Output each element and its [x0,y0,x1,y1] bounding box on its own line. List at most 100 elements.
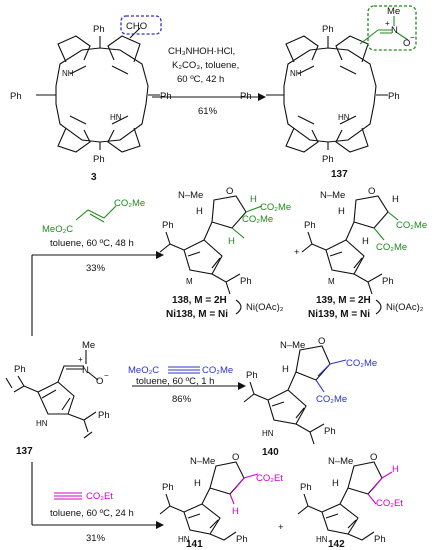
ring-hydrogen: H [392,464,399,475]
ph-label: Ph [162,482,174,493]
nitrone-methyl: Me [387,6,400,17]
nh-label: NH [62,69,74,78]
ph-label: Ph [300,482,312,493]
ring-hydrogen: H [228,236,235,247]
product-140-label: 140 [262,447,279,458]
nh-label: NH [290,69,302,78]
hn-label: HN [110,113,122,122]
ph-label: Ph [246,370,258,381]
ring-hydrogen: H [196,206,203,217]
nitrone-charge-plus: + [385,19,390,28]
n-methyl-label: N–Me [320,190,345,201]
arrowhead [156,251,164,259]
reagent-ester: CO₂Me [114,198,145,209]
hn-label: HN [338,113,350,122]
reagent-ester: MeO₂C [42,224,73,235]
conversion-arc [375,299,382,315]
n-methyl-label: N–Me [190,456,215,467]
reagent-ester: CO₂Me [202,365,233,376]
ring-oxygen: O [232,452,239,463]
ph-label: Ph [162,220,174,231]
compound-137-label: 137 [331,169,348,180]
plus-sign: + [294,247,300,258]
ring-oxygen: O [318,336,325,347]
condition-line-2: K₂CO₃, toluene, [172,60,239,71]
ph-label: Ph [14,364,26,375]
yield-label: 86% [172,394,192,405]
methyl-label: Me [82,340,95,351]
n-methyl-label: N–Me [178,190,203,201]
arrowhead [258,93,266,101]
compound-137-label: 137 [16,446,33,457]
nickel-acetate-label: Ni(OAc)₂ [246,302,284,313]
compound-3-label: 3 [91,172,97,183]
ph-label: Ph [382,276,394,287]
ring-hydrogen: H [232,506,239,517]
yield-label: 31% [86,533,106,544]
nitrone-oxygen: O [403,38,410,49]
condition-label: toluene, 60 ºC, 48 h [50,238,134,249]
aldehyde-label: CHO [126,21,147,32]
ph-label: Ph [388,91,400,102]
ph-label: Ph [93,24,105,35]
arrowhead [238,382,246,390]
ring-hydrogen: H [392,194,399,205]
product-141-label: 141 [186,539,203,550]
porphyrin-3 [36,15,162,153]
product-138-label: 138, M = 2H [172,295,227,306]
ring-hydrogen: H [250,194,257,205]
plus-sign: + [278,522,284,533]
ester-label: CO₂Et [376,498,403,509]
ester-label: CO₂Me [376,242,407,253]
yield-label: 61% [198,106,218,117]
hn-label: HN [316,535,328,544]
reagent-ester: MeO₂C [128,365,159,376]
ester-label: CO₂Me [316,394,347,405]
condition-line-3: 60 ºC, 42 h [177,74,224,85]
ring-oxygen: O [370,452,377,463]
nitrone-137-fragment [5,350,99,439]
product-142 [297,461,393,541]
metal-label: M [328,277,335,286]
product-ni139-label: Ni139, M = Ni [308,309,370,320]
ring-hydrogen: H [194,478,201,489]
product-141 [159,461,259,541]
condition-label: toluene, 60 ºC, 24 h [50,508,134,519]
product-139-label: 139, M = 2H [316,295,371,306]
nitrone-charge-plus: + [78,355,83,364]
hn-label: HN [178,535,190,544]
ring-hydrogen: H [362,236,369,247]
nitrone-nitrogen: N [82,365,89,376]
ester-label: CO₂Et [256,473,283,484]
condition-line-1: CH₃NHOH·HCl, [168,46,235,57]
ester-label: CO₂Me [242,214,273,225]
product-142-label: 142 [328,539,345,550]
reagent-ester: CO₂Et [86,491,113,502]
ethyl-propiolate [54,492,82,500]
product-139 [301,195,399,295]
product-140 [243,345,347,445]
ph-label: Ph [240,276,252,287]
hn-label: HN [36,419,48,428]
ph-label: Ph [98,410,110,421]
ph-label: Ph [374,534,386,545]
ph-label: Ph [304,220,316,231]
ph-label: Ph [322,24,334,35]
yield-label: 33% [86,263,106,274]
arrowhead [156,521,164,529]
nitrone-nitrogen: N [391,25,398,36]
ring-oxygen: O [368,186,375,197]
dimethyl-fumarate [75,205,117,223]
dmad [168,366,200,374]
conversion-arc [235,299,242,315]
ph-label: Ph [10,91,22,102]
nickel-acetate-label: Ni(OAc)₂ [386,302,424,313]
ring-hydrogen: H [282,364,289,375]
ph-label: Ph [324,426,336,437]
product-138 [159,195,263,295]
metal-label: M [186,277,193,286]
product-ni138-label: Ni138, M = Ni [166,309,228,320]
ring-oxygen: O [226,186,233,197]
ring-hydrogen: H [338,206,345,217]
